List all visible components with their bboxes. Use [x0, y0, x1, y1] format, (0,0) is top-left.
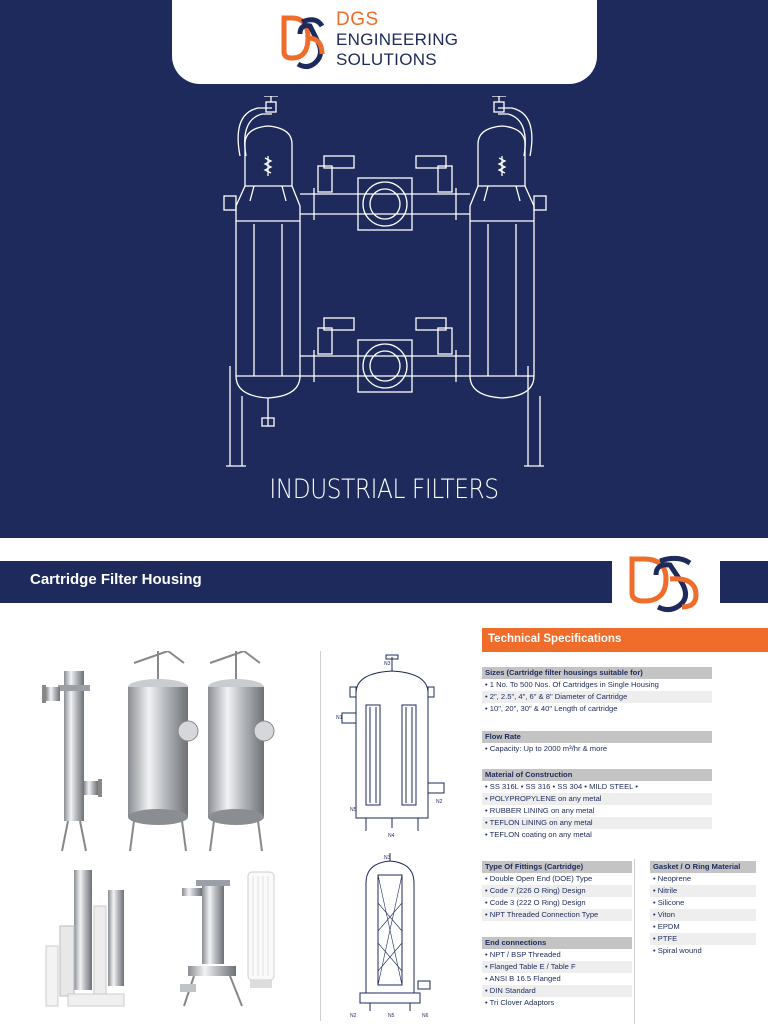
logo-card: DGS ENGINEERING SOLUTIONS	[172, 0, 597, 84]
spec-row: • RUBBER LINING on any metal	[482, 805, 712, 817]
dgs-logo-icon	[629, 555, 699, 613]
brand-line-dgs: DGS	[336, 9, 379, 30]
spec-heading: Flow Rate	[482, 731, 712, 743]
spec-row: • ANSI B 16.5 Flanged	[482, 973, 632, 985]
tech-specs-header: Technical Specifications	[482, 628, 768, 652]
spec-row: • 1 No. To 500 Nos. Of Cartridges in Sin…	[482, 679, 712, 691]
spec-row: • Silicone	[650, 897, 756, 909]
spec-row: • Double Open End (DOE) Type	[482, 873, 632, 885]
spec-row: • PTFE	[650, 933, 756, 945]
spec-row: • Neoprene	[650, 873, 756, 885]
spec-end-connections: End connections • NPT / BSP Threaded • F…	[482, 937, 632, 1009]
spec-material: Material of Construction • SS 316L • SS …	[482, 769, 712, 841]
label-n2-b: N2	[350, 1013, 357, 1019]
label-n4: N4	[388, 833, 395, 838]
brand-line-engineering: ENGINEERING	[336, 30, 459, 49]
spec-gasket: Gasket / O Ring Material • Neoprene • Ni…	[650, 861, 756, 957]
cover-title: INDUSTRIAL FILTERS	[269, 474, 499, 505]
spec-heading: End connections	[482, 937, 632, 949]
tech-specs-title: Technical Specifications	[488, 633, 622, 645]
spec-row: • EPDM	[650, 921, 756, 933]
label-n3: N3	[384, 661, 391, 667]
housing-drawing-1: N3 N1 N2 N5 N4	[336, 654, 445, 838]
spec-row: • Nitrile	[650, 885, 756, 897]
housing-drawing-2: N3 N2 N5 N6	[350, 853, 431, 1019]
spec-row: • POLYPROPYLENE on any metal	[482, 793, 712, 805]
spec-flow: Flow Rate • Capacity: Up to 2000 m³/hr &…	[482, 731, 712, 755]
spec-fittings: Type Of Fittings (Cartridge) • Double Op…	[482, 861, 632, 921]
spec-sizes: Sizes (Cartridge filter housings suitabl…	[482, 667, 712, 715]
page-title: Cartridge Filter Housing	[30, 571, 202, 588]
duplex-filter-drawing	[223, 96, 547, 467]
spec-row: • Flanged Table E / Table F	[482, 961, 632, 973]
spec-row: • Spiral wound	[650, 945, 756, 957]
spec-row: • Capacity: Up to 2000 m³/hr & more	[482, 743, 712, 755]
brand-name: DGS ENGINEERING SOLUTIONS	[336, 10, 458, 70]
spec-column-divider	[634, 859, 635, 1024]
spec-row: • Code 3 (222 O Ring) Design	[482, 897, 632, 909]
spec-heading: Sizes (Cartridge filter housings suitabl…	[482, 667, 712, 679]
cover-page: DGS ENGINEERING SOLUTIONS	[0, 0, 768, 538]
label-n2: N2	[436, 799, 443, 805]
spec-row: • 2", 2.5", 4", 6" & 8" Diameter of Cart…	[482, 691, 712, 703]
label-n5-b: N5	[388, 1013, 395, 1019]
column-divider	[320, 651, 321, 1021]
spec-row: • NPT / BSP Threaded	[482, 949, 632, 961]
spec-row: • Viton	[650, 909, 756, 921]
label-n5: N5	[350, 807, 357, 813]
spec-row: • 10", 20", 30" & 40" Length of cartridg…	[482, 703, 712, 715]
spec-heading: Gasket / O Ring Material	[650, 861, 756, 873]
spec-heading: Material of Construction	[482, 769, 712, 781]
housing-photos-bottom	[45, 870, 275, 1007]
dgs-logo-icon	[281, 15, 325, 70]
spec-row: • TEFLON LINING on any metal	[482, 817, 712, 829]
label-n1: N1	[336, 715, 343, 721]
brand-line-solutions: SOLUTIONS	[336, 50, 437, 69]
spec-row: • Code 7 (226 O Ring) Design	[482, 885, 632, 897]
spec-heading: Type Of Fittings (Cartridge)	[482, 861, 632, 873]
spec-row: • Tri Clover Adaptors	[482, 997, 632, 1009]
spec-row: • SS 316L • SS 316 • SS 304 • MILD STEEL…	[482, 781, 712, 793]
label-n3-b: N3	[384, 855, 391, 861]
spec-row: • TEFLON coating on any metal	[482, 829, 712, 841]
spec-row: • DIN Standard	[482, 985, 632, 997]
housing-photos-top	[42, 651, 275, 852]
label-n6: N6	[422, 1013, 429, 1019]
spec-row: • NPT Threaded Connection Type	[482, 909, 632, 921]
product-page: Cartridge Filter Housing	[0, 541, 768, 1024]
header-logo	[612, 541, 720, 621]
